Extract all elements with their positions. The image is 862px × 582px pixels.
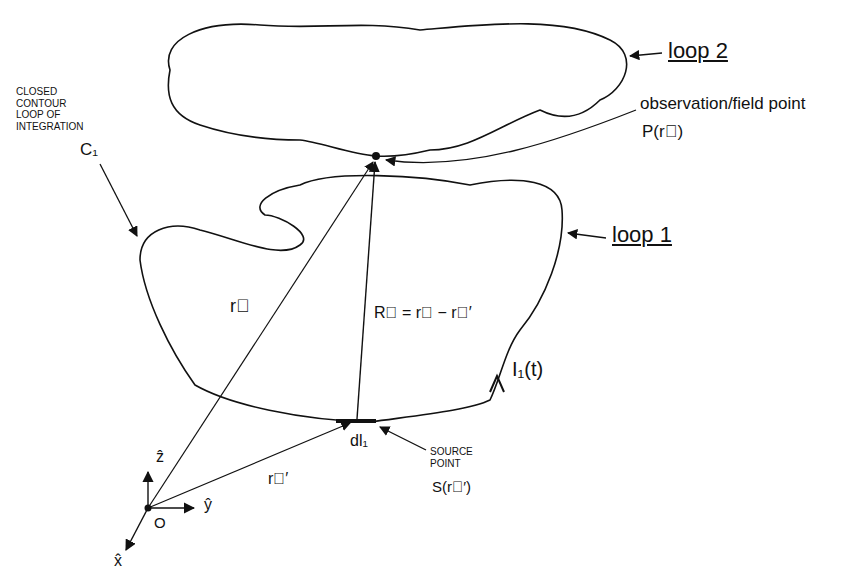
current-label: I₁(t): [512, 358, 543, 381]
z-axis: [147, 472, 148, 508]
source-symbol: S(r⃗′): [432, 478, 471, 495]
dl-segment: [336, 419, 376, 423]
loop-label: loop 1: [612, 222, 672, 247]
vector-label: R⃗ = r⃗ − r⃗′: [374, 304, 472, 322]
loop-1-outline: [140, 176, 562, 422]
leader-arrow: [568, 233, 606, 238]
leader-arrow: [380, 427, 426, 450]
current-arrowhead: [490, 376, 504, 392]
vector-label: r⃗: [230, 296, 250, 317]
origin-label: O: [154, 514, 166, 531]
y-axis: [148, 507, 194, 508]
leader-arrow: [386, 110, 636, 163]
contour-symbol: C₁: [80, 140, 98, 160]
x-axis: [126, 508, 148, 550]
field-point-dot: [372, 152, 380, 160]
axis-label: x̂: [114, 552, 122, 570]
field-point-symbol: P(r⃗): [642, 122, 683, 142]
r-vector: [148, 162, 373, 508]
loop-label: loop 2: [668, 38, 728, 63]
leader-arrow: [100, 164, 137, 236]
separation-vector: [357, 162, 375, 419]
axis-label: ŷ: [204, 496, 212, 514]
loop-2-outline: [168, 24, 626, 157]
source-note: SOURCE POINT: [430, 446, 482, 469]
vector-label: r⃗′: [268, 470, 288, 488]
leader-arrow: [630, 53, 662, 56]
contour-note: CLOSED CONTOUR LOOP OF INTEGRATION: [16, 86, 96, 132]
axis-label: ẑ: [156, 448, 164, 466]
field-point-label: observation/field point: [640, 94, 805, 114]
r-prime-vector: [148, 423, 350, 508]
element-label: dl₁: [350, 432, 368, 450]
